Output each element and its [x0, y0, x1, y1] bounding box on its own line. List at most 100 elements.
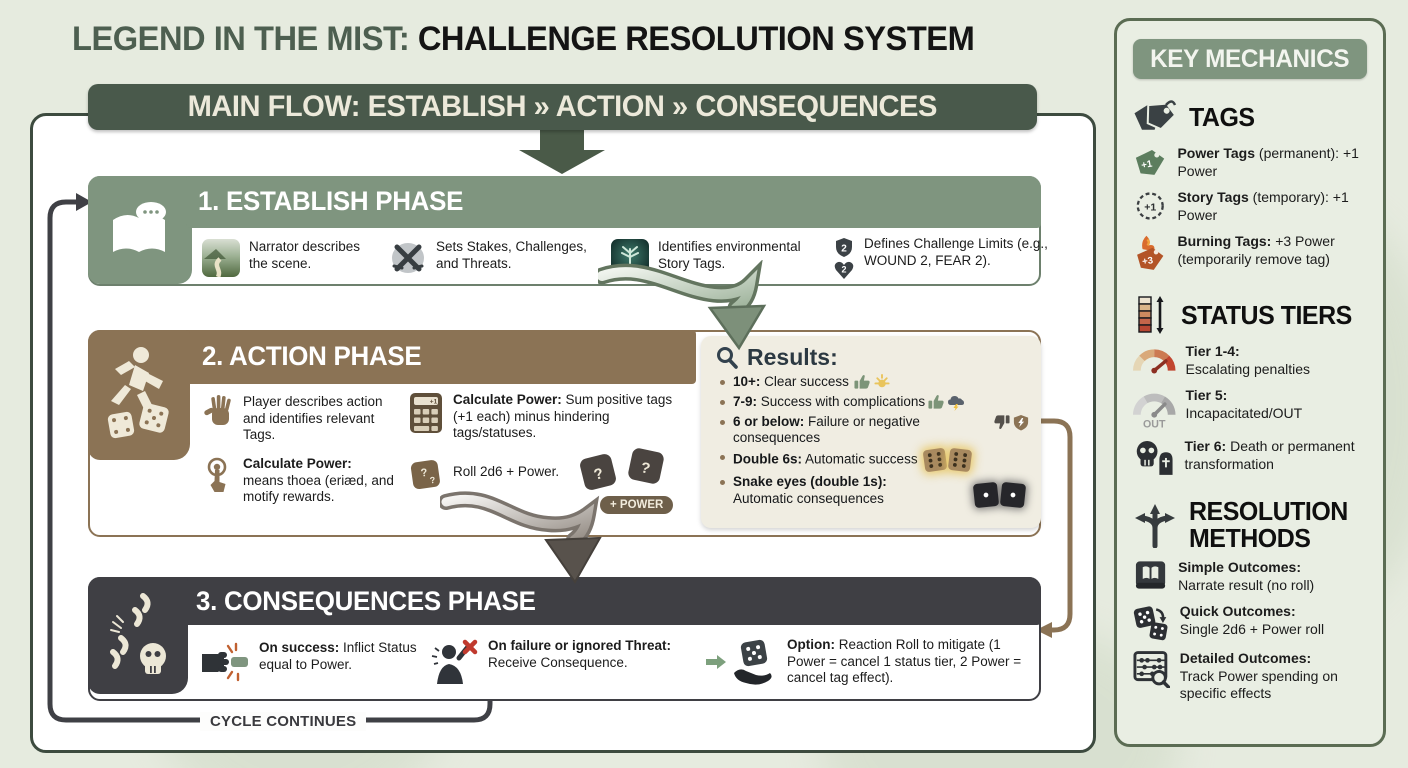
tags-section-heading: TAGS	[1133, 97, 1369, 137]
hand-icon	[202, 394, 234, 428]
reaction-roll-icon	[704, 637, 778, 687]
complication-icons	[928, 394, 965, 411]
flow-swoosh-arrow-icon	[598, 260, 767, 351]
establish-phase-box: 1. ESTABLISH PHASE Narrator describes th…	[88, 176, 1048, 286]
consequence-item-option: Option: Reaction Roll to mitigate (1 Pow…	[704, 637, 1033, 687]
consequences-phase-header-band	[182, 577, 1041, 625]
branching-arrows-icon	[1135, 503, 1175, 548]
tag-item-story: +1 Story Tags (temporary): +1 Power	[1133, 189, 1369, 224]
establish-item-narrator: Narrator describes the scene.	[202, 239, 379, 277]
failure-icons	[994, 414, 1029, 431]
establish-item-text: Narrator describes the scene.	[249, 239, 361, 271]
tag-item-text: Power Tags (permanent): +1 Power	[1177, 145, 1359, 179]
resolution-item-text: Quick Outcomes:Single 2d6 + Power roll	[1179, 603, 1325, 637]
key-mechanics-panel: KEY MECHANICS TAGS +1 Power Tags (perman…	[1114, 18, 1386, 747]
challenge-shields-icon: 2 2	[833, 236, 855, 280]
status-bar-icon	[1138, 296, 1164, 334]
action-item-roll: ?? Roll 2d6 + Power.	[408, 458, 603, 492]
roll-die-icon: ??	[408, 458, 444, 492]
hand-die-icon	[734, 639, 772, 685]
results-list: 10+: Clear success 7-9: Success with com…	[715, 374, 1029, 508]
dice-power-cluster: ? ? + POWER	[558, 440, 688, 526]
action-phase-box: 2. ACTION PHASE Player describes action …	[88, 330, 1041, 537]
story-tag-icon: +1	[1136, 192, 1164, 220]
action-item-text: Roll 2d6 + Power.	[453, 464, 560, 479]
consequence-item-success: On success: Inflict Status equal to Powe…	[198, 640, 421, 684]
abacus-magnifier-icon	[1133, 651, 1170, 689]
magnifier-icon	[717, 346, 738, 369]
establish-item-limits: 2 2 Defines Challenge Limits (e.g., WOUN…	[833, 236, 1054, 280]
page-title-prefix: LEGEND IN THE MIST:	[72, 20, 410, 58]
storm-cloud-icon	[948, 396, 965, 411]
svg-text:?: ?	[639, 459, 652, 478]
tag-item-text: Burning Tags: +3 Power (temporarily remo…	[1177, 233, 1335, 267]
resolution-item-text: Detailed Outcomes:Track Power spending o…	[1179, 650, 1338, 702]
main-flow-banner: MAIN FLOW: ESTABLISH » ACTION » CONSEQUE…	[88, 84, 1037, 130]
action-item-calc-tap: Calculate Power:means thoea (eriæd, and …	[202, 456, 403, 506]
threatened-person-icon	[427, 638, 479, 686]
consequences-phase-items: On success: Inflict Status equal to Powe…	[194, 631, 1033, 693]
consequences-phase-box: 3. CONSEQUENCES PHASE On success: Inflic…	[88, 577, 1041, 701]
consequence-item-text: Option: Reaction Roll to mitigate (1 Pow…	[787, 636, 1022, 686]
green-arrow-icon	[706, 654, 726, 669]
action-item-text: Calculate Power:means thoea (eriæd, and …	[243, 456, 394, 505]
action-phase-title: 2. ACTION PHASE	[202, 341, 422, 371]
svg-text:+3: +3	[1142, 255, 1154, 267]
establish-item-stakes: Sets Stakes, Challenges, and Threats.	[389, 239, 601, 277]
result-bullet: Double 6s: Automatic success	[720, 447, 1029, 473]
burning-tag-icon: +3	[1137, 235, 1164, 270]
action-item-player: Player describes action and identifies r…	[202, 394, 395, 444]
crossed-swords-icon	[389, 239, 427, 277]
establish-phase-title: 1. ESTABLISH PHASE	[198, 186, 464, 216]
success-icons	[854, 374, 891, 391]
thumbs-up-icon	[854, 374, 870, 389]
establish-phase-icon-block	[88, 176, 192, 284]
thumbs-up-icon	[928, 394, 944, 409]
question-dice-icon: ? ?	[580, 448, 664, 490]
svg-text:+1: +1	[1141, 158, 1154, 171]
book-icon	[1135, 561, 1166, 589]
status-item-tier1-4: Tier 1-4:Escalating penalties	[1133, 343, 1369, 378]
page-title: LEGEND IN THE MIST: CHALLENGE RESOLUTION…	[72, 20, 975, 59]
svg-text:OUT: OUT	[1143, 418, 1166, 429]
down-arrow-icon	[519, 129, 605, 174]
action-item-text: Player describes action and identifies r…	[243, 394, 383, 443]
results-box: Results: 10+: Clear success 7-9: Success…	[701, 336, 1041, 528]
establish-item-text: Sets Stakes, Challenges, and Threats.	[436, 239, 587, 271]
tap-icon	[202, 456, 234, 494]
gauge-out-icon: OUT	[1133, 393, 1176, 429]
svg-text:?: ?	[420, 467, 429, 480]
snake-eyes-dice-icon	[972, 481, 1027, 508]
action-phase-header-band	[184, 330, 696, 384]
tag-item-power: +1 Power Tags (permanent): +1 Power	[1133, 145, 1369, 180]
tag-item-burning: +3 Burning Tags: +3 Power (temporarily r…	[1133, 233, 1369, 273]
thumbs-down-icon	[994, 415, 1010, 430]
status-item-tier5: OUT Tier 5:Incapacitated/OUT	[1133, 387, 1369, 429]
fist-impact-icon	[198, 640, 250, 684]
double-six-dice-icon	[922, 447, 972, 473]
tag-item-text: Story Tags (temporary): +1 Power	[1177, 189, 1349, 223]
establish-phase-items: Narrator describes the scene. Sets Stake…	[194, 234, 1048, 282]
consequence-item-text: On failure or ignored Threat: Receive Co…	[488, 638, 672, 670]
status-item-text: Tier 1-4:Escalating penalties	[1185, 343, 1311, 377]
status-item-text: Tier 6: Death or permanent transformatio…	[1184, 438, 1355, 472]
resolution-item-quick: Quick Outcomes:Single 2d6 + Power roll	[1133, 603, 1369, 641]
gauge-red-icon	[1133, 349, 1176, 374]
action-item-calc-power: +1 Calculate Power: Sum positive tags (+…	[408, 392, 675, 442]
status-tiers-section-heading: STATUS TIERS	[1133, 295, 1369, 335]
svg-text:+1: +1	[1144, 201, 1156, 213]
power-badge: + POWER	[600, 496, 674, 514]
main-flow-banner-label: MAIN FLOW: ESTABLISH » ACTION » CONSEQUE…	[187, 90, 938, 123]
running-figure-dice-icon	[107, 347, 169, 439]
resolution-item-detailed: Detailed Outcomes:Track Power spending o…	[1133, 650, 1369, 703]
svg-text:+1: +1	[430, 399, 438, 406]
key-mechanics-header: KEY MECHANICS	[1133, 39, 1367, 79]
resolution-methods-section-heading: RESOLUTION METHODS	[1133, 498, 1369, 551]
status-item-text: Tier 5:Incapacitated/OUT	[1185, 387, 1303, 421]
shield-bolt-icon	[1013, 414, 1029, 431]
resolution-item-simple: Simple Outcomes:Narrate result (no roll)	[1133, 559, 1369, 594]
results-title: Results:	[715, 344, 1029, 371]
svg-text:2: 2	[841, 265, 846, 275]
